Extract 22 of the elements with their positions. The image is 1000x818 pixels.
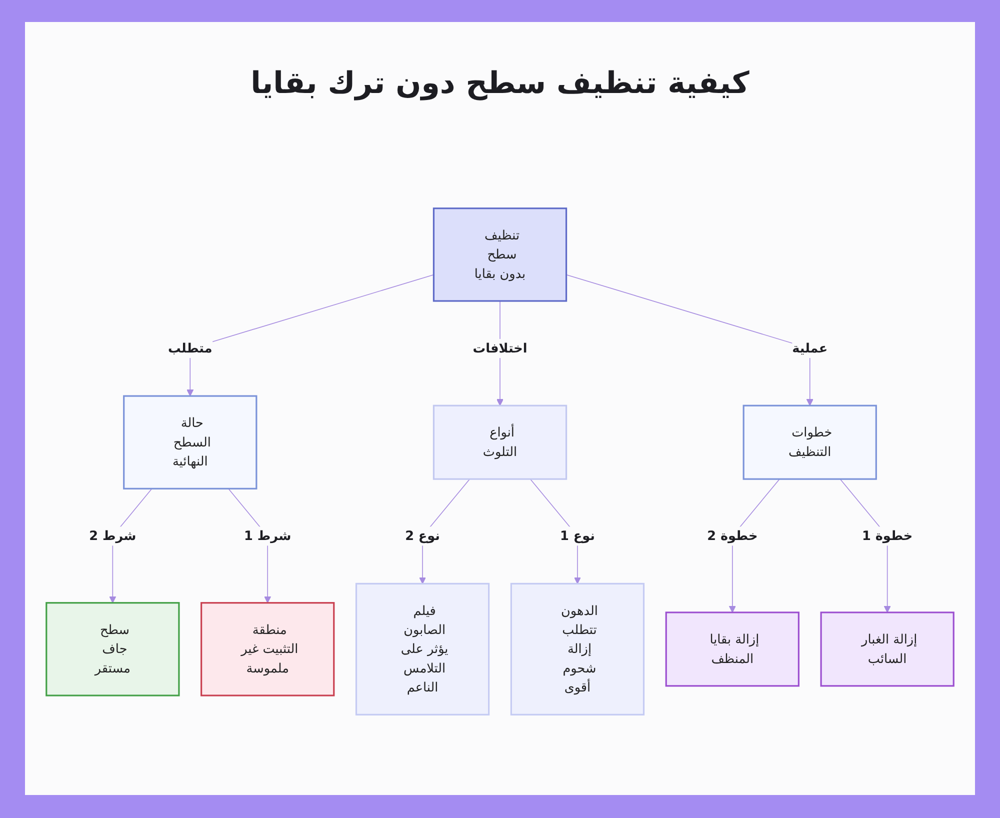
- node-box: خطوات التنظيف: [742, 404, 877, 480]
- arrow: [186, 274, 434, 396]
- edge-label: شرط 2: [89, 528, 136, 544]
- node-box: فيلم الصابون يؤثر على التلامس الناعم: [355, 582, 490, 716]
- diagram-title: كيفية تنظيف سطح دون ترك بقايا: [250, 66, 750, 101]
- node-box: منطقة التثبيت غير ملموسة: [200, 602, 335, 696]
- node-box: إزالة بقايا المنظف: [665, 612, 800, 687]
- node-box: أنواع التلوث: [432, 404, 568, 480]
- edge-label: متطلب: [168, 340, 212, 356]
- edge-label: خطوة 1: [862, 528, 913, 544]
- node-box: سطح جاف مستقر: [46, 602, 180, 696]
- edge-label: اختلافات: [472, 340, 528, 356]
- edge-label: نوع 1: [560, 528, 595, 544]
- node-box: حالة السطح النهائية: [123, 395, 258, 490]
- node-box: تنظيف سطح بدون بقايا: [432, 208, 568, 302]
- arrow: [566, 274, 814, 406]
- edge-label: عملية: [792, 340, 828, 356]
- node-box: إزالة الغبار السائب: [820, 612, 954, 687]
- edge-label: شرط 1: [244, 528, 292, 544]
- node-box: الدهون تتطلب إزالة شحوم أقوى: [510, 582, 645, 716]
- edge-label: نوع 2: [405, 528, 440, 544]
- edge-label: خطوة 2: [707, 528, 758, 544]
